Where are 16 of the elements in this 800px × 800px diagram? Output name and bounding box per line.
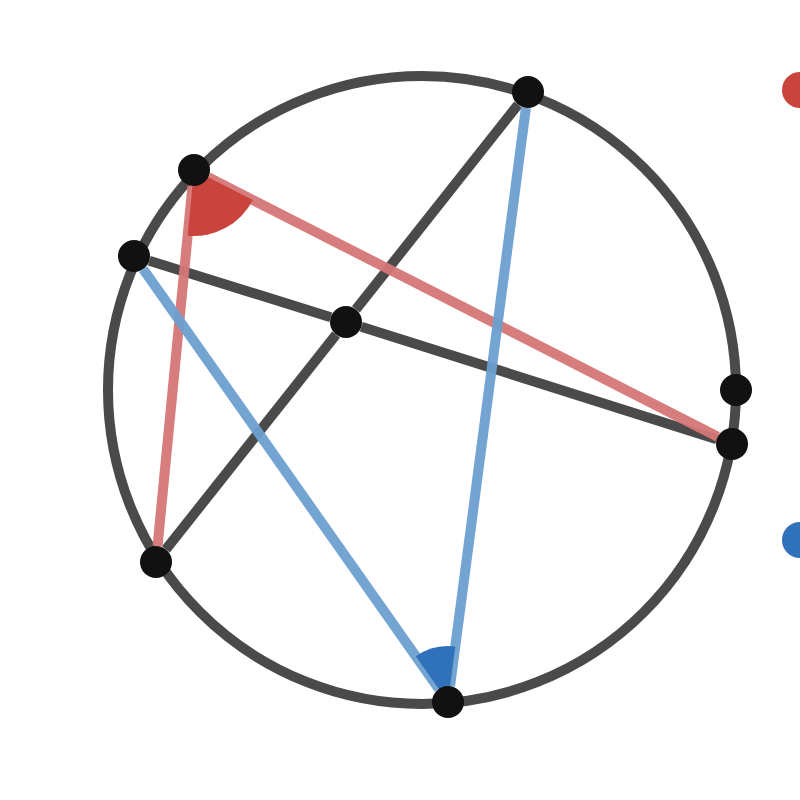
line-segment: [139, 266, 443, 692]
line-segment: [206, 172, 720, 442]
point-dot: [720, 374, 752, 406]
point-dot: [512, 76, 544, 108]
line-segment: [162, 331, 340, 553]
line-segment: [147, 256, 333, 322]
line-segment: [152, 185, 198, 547]
line-segment: [445, 107, 531, 687]
point-dot: [330, 306, 362, 338]
point-dot: [716, 428, 748, 460]
point-dot: [140, 546, 172, 578]
point-dot: [178, 154, 210, 186]
line-segment: [352, 101, 522, 313]
point-dot: [432, 686, 464, 718]
line-segment: [359, 322, 719, 444]
point-dot: [118, 240, 150, 272]
